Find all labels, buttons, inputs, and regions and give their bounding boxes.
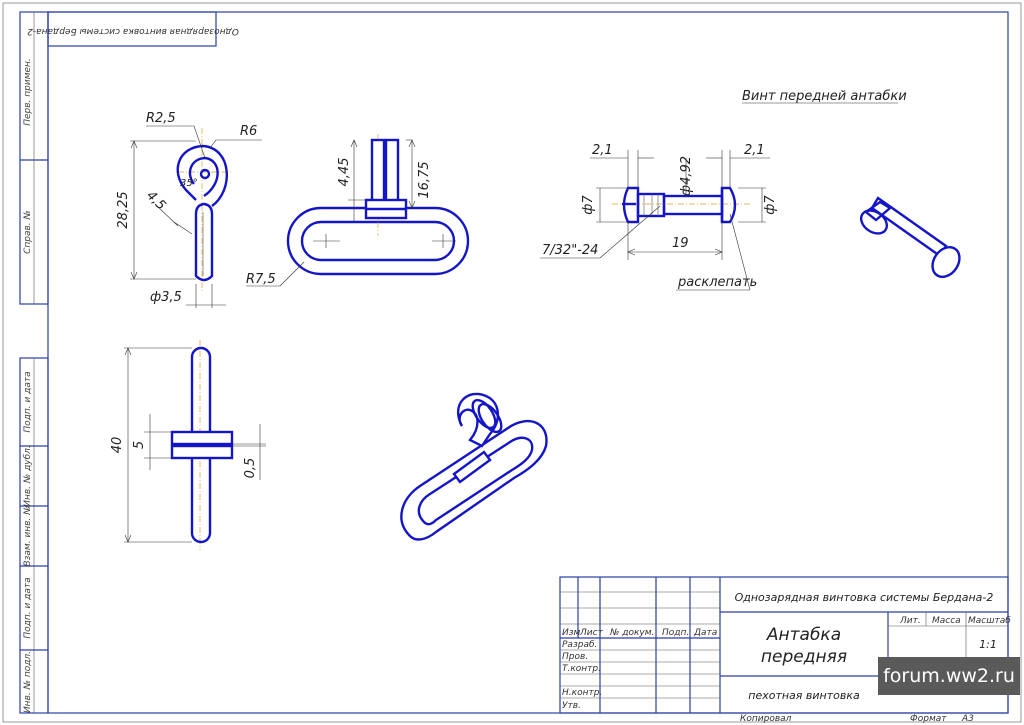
scale-value: 1:1 (979, 638, 997, 651)
screw-view-title: Винт передней антабки (742, 89, 907, 104)
note-rasklepat: расклепать (677, 275, 757, 290)
screw-view (612, 186, 752, 224)
dim-2-1a: 2,1 (592, 143, 613, 158)
col-dokum: № докум. (609, 628, 654, 638)
dim-phi-4-92: ф4,92 (679, 156, 694, 196)
loop-top-dimensions (246, 139, 416, 287)
col-data: Дата (693, 628, 717, 638)
side-podp-data-2: Подп. и дата (23, 577, 33, 638)
isometric-assembly-view (400, 392, 548, 541)
col-list: Лист (579, 628, 604, 638)
format-label: Формат (910, 714, 947, 724)
dim-35deg: 35° (180, 178, 198, 189)
loop-top-view (286, 134, 470, 276)
dim-5: 5 (132, 441, 147, 449)
side-inv-dubl: Инв. № дубл. (23, 445, 33, 507)
side-perv-primen: Перв. примен. (23, 58, 33, 126)
dim-r6: R6 (240, 124, 257, 139)
top-stamp-text: Однозарядная винтовка системы Бердана-2 (27, 26, 239, 36)
row-nkontr: Н.контр. (562, 688, 602, 698)
left-side-strip (19, 11, 49, 714)
row-tkontr: Т.контр. (562, 664, 601, 674)
row-razrab: Разраб. (562, 640, 597, 650)
dim-thread: 7/32"-24 (542, 243, 598, 258)
hook-side-dimensions (130, 125, 262, 308)
dim-0-5: 0,5 (243, 458, 258, 479)
dim-40: 40 (110, 437, 125, 454)
side-sprav: Справ. № (23, 210, 33, 254)
front-elevation-view (170, 340, 234, 550)
side-inv-podl: Инв. № подл. (23, 651, 33, 713)
col-lit: Лит. (899, 616, 921, 626)
forum-watermark: forum.ww2.ru (878, 657, 1020, 695)
col-masshtab: Масштаб (968, 616, 1011, 626)
dim-r25: R2,5 (146, 111, 176, 126)
dim-r7-5: R7,5 (246, 272, 276, 287)
dim-2-1b: 2,1 (744, 143, 765, 158)
col-podp: Подп. (662, 628, 689, 638)
front-elevation-dimensions (124, 347, 266, 543)
row-utv: Утв. (562, 701, 581, 711)
dim-phi-7b: ф7 (763, 195, 778, 215)
kopiroval-label: Копировал (740, 714, 792, 724)
side-podp-data-1: Подп. и дата (23, 371, 33, 432)
screw-dimensions (540, 150, 770, 291)
dim-4-5a: 4,5 (143, 188, 168, 213)
dim-28-25: 28,25 (116, 191, 131, 228)
dim-19: 19 (672, 236, 689, 251)
format-value: A3 (961, 714, 974, 724)
screw-isometric-view (859, 196, 961, 279)
dim-4-45: 4,45 (337, 158, 352, 187)
side-vzam-inv: Взам. инв. № (23, 505, 33, 566)
title-part-name-2: передняя (761, 647, 847, 667)
dim-16-75: 16,75 (417, 161, 432, 198)
col-izm: Изм (562, 628, 581, 638)
hook-side-view (176, 128, 232, 292)
title-part-name-1: Антабка (766, 625, 841, 645)
dim-phi-7a: ф7 (581, 195, 596, 215)
row-prov: Пров. (562, 652, 588, 662)
dim-phi-3-5: ф3,5 (150, 290, 182, 305)
title-product: Однозарядная винтовка системы Бердана-2 (735, 591, 994, 604)
col-massa: Масса (932, 616, 961, 626)
title-material: пехотная винтовка (748, 689, 860, 702)
